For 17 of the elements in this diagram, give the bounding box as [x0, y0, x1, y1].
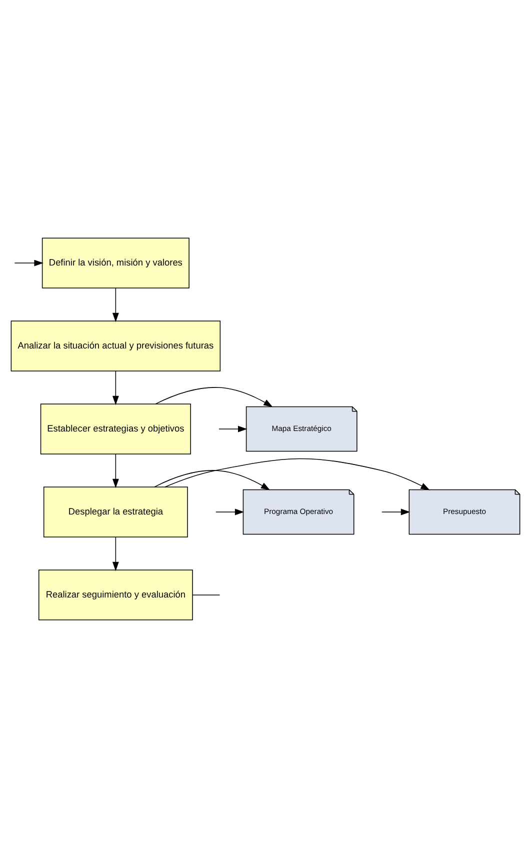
node-box: Analizar la situación actual y previsiones futuras: [10, 320, 221, 372]
arrow: [216, 508, 244, 516]
arrow: [218, 426, 248, 432]
arrow: [164, 458, 430, 490]
node-box: Realizar seguimiento y evaluación: [38, 570, 193, 620]
arrow: [112, 370, 119, 406]
arrow: [112, 288, 119, 322]
node-box: Definir la visión, misión y valores: [42, 238, 190, 288]
arrow: [155, 387, 273, 408]
arrow: [381, 508, 410, 516]
node-box: Desplegar la estrategia: [43, 486, 188, 538]
node-box: Establecer estrategias y objetivos: [40, 404, 191, 454]
arrow: [112, 454, 119, 488]
connector: [192, 594, 220, 596]
arrow: [14, 260, 44, 266]
arrow: [154, 470, 270, 490]
arrow: [112, 536, 119, 572]
